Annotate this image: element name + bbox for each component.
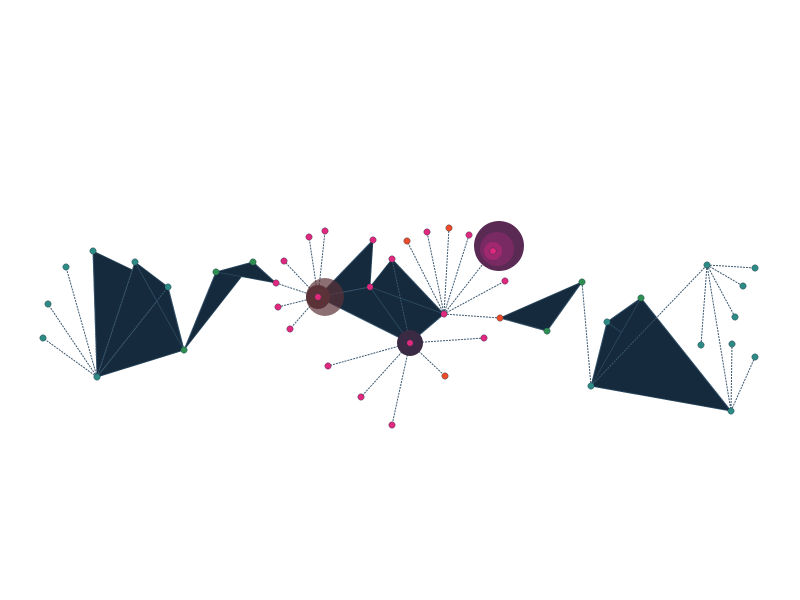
teal-node-r3 xyxy=(731,313,739,321)
edge-26 xyxy=(426,231,445,315)
pink-node-m2 xyxy=(321,227,329,235)
edge-41 xyxy=(706,264,744,287)
pink-node-c3 xyxy=(388,421,396,429)
green-node-l5 xyxy=(212,268,220,276)
pink-node-m6 xyxy=(369,236,377,244)
edge-42 xyxy=(706,264,736,318)
edge-44 xyxy=(706,264,732,412)
teal-node-lo1 xyxy=(39,334,47,342)
edge-45 xyxy=(730,343,733,412)
green-node-l4 xyxy=(180,346,188,354)
edge-34 xyxy=(546,281,583,332)
pink-node-m4 xyxy=(274,303,282,311)
pink-node-c2 xyxy=(357,393,365,401)
edge-27 xyxy=(443,227,450,315)
edge-2 xyxy=(65,266,98,378)
teal-node-r4 xyxy=(697,341,705,349)
filled-region-11 xyxy=(498,281,584,332)
teal-node-r6 xyxy=(751,353,759,361)
pink-node-m5 xyxy=(286,325,294,333)
orange-node-b1 xyxy=(403,237,411,245)
green-node-r2 xyxy=(578,278,586,286)
edge-29 xyxy=(443,280,506,315)
pink-node-m3 xyxy=(280,257,288,265)
teal-node-r4 xyxy=(603,318,611,326)
pink-node-c5 xyxy=(480,334,488,342)
pink-node-pu xyxy=(489,247,497,255)
node-layer xyxy=(39,224,759,429)
polygon-layer xyxy=(92,238,732,412)
edge-12 xyxy=(283,260,319,298)
edge-21 xyxy=(391,342,411,426)
pink-node-b5 xyxy=(501,277,509,285)
edge-4 xyxy=(96,261,136,378)
edge-18 xyxy=(391,258,411,344)
edge-39 xyxy=(590,264,708,387)
pink-node-l7 xyxy=(272,279,280,287)
hub-layer xyxy=(306,221,524,356)
teal-node-r2 xyxy=(739,282,747,290)
teal-node-r1 xyxy=(751,264,759,272)
filled-region-3 xyxy=(134,261,185,351)
green-node-l6 xyxy=(249,258,257,266)
pink-node-m7 xyxy=(366,283,374,291)
edge-5 xyxy=(96,286,169,378)
edge-1 xyxy=(47,303,98,378)
pink-node-hub-a-center xyxy=(315,294,321,300)
green-node-r5 xyxy=(637,294,645,302)
edge-31 xyxy=(443,313,501,319)
edge-22 xyxy=(409,342,446,377)
edge-38 xyxy=(640,297,732,412)
green-node-r1 xyxy=(543,327,551,335)
teal-node-r5 xyxy=(728,340,736,348)
edge-37 xyxy=(606,297,642,323)
edge-7 xyxy=(183,271,217,351)
teal-node-l0 xyxy=(93,373,101,381)
orange-node-c4 xyxy=(441,372,449,380)
edge-11 xyxy=(317,230,326,298)
orange-node-o1 xyxy=(496,314,504,322)
edge-40 xyxy=(706,264,756,269)
edge-layer xyxy=(42,227,756,426)
pink-node-b2 xyxy=(423,228,431,236)
teal-node-lo3 xyxy=(62,263,70,271)
edge-35 xyxy=(590,321,608,387)
edge-36 xyxy=(581,281,592,387)
pink-node-m1 xyxy=(305,233,313,241)
pink-node-m8 xyxy=(388,255,396,263)
edge-8 xyxy=(252,261,277,284)
edge-19 xyxy=(327,342,411,367)
pink-node-b4 xyxy=(465,231,473,239)
orange-node-b3 xyxy=(445,224,453,232)
pink-node-c1 xyxy=(324,362,332,370)
edge-28 xyxy=(443,234,470,315)
teal-node-r6 xyxy=(727,407,735,415)
teal-node-l1 xyxy=(89,247,97,255)
edge-3 xyxy=(92,250,98,378)
teal-node-rh xyxy=(703,261,711,269)
edge-33 xyxy=(499,317,548,332)
teal-node-lo2 xyxy=(44,300,52,308)
edge-17 xyxy=(317,296,411,344)
edge-25 xyxy=(406,240,445,315)
teal-node-l3 xyxy=(164,283,172,291)
edge-0 xyxy=(42,337,98,378)
edge-46 xyxy=(730,356,756,412)
edge-43 xyxy=(700,264,708,346)
teal-node-l2 xyxy=(131,258,139,266)
pink-node-hub-b-center xyxy=(407,340,413,346)
teal-node-r3 xyxy=(587,382,595,390)
pink-node-mc xyxy=(440,310,448,318)
edge-32 xyxy=(391,258,445,315)
edge-6 xyxy=(167,286,185,351)
filled-region-14 xyxy=(590,297,732,412)
